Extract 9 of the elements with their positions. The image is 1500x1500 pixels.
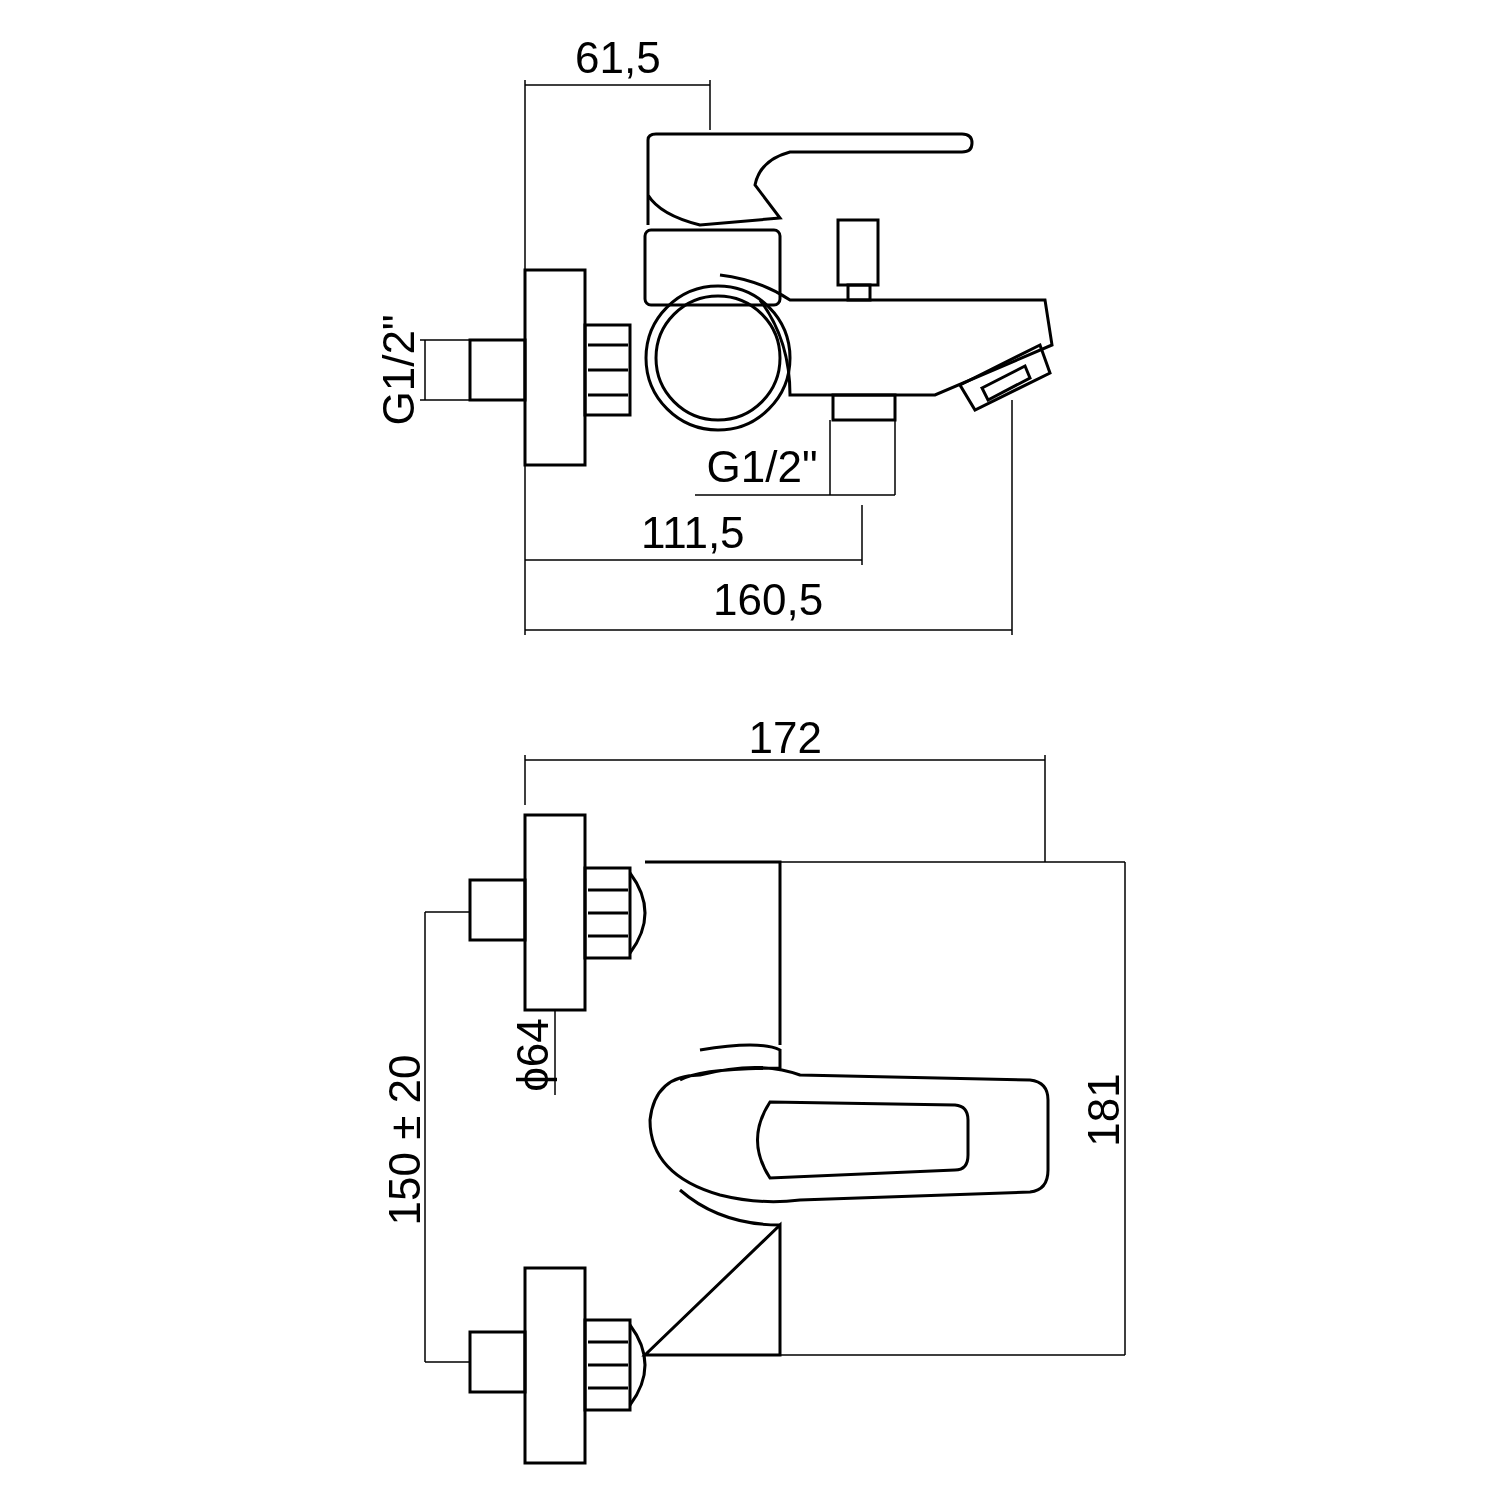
- dimension-text: ϕ64: [510, 1018, 555, 1092]
- dimension-text: 172: [748, 716, 822, 760]
- dimension-text: 181: [1081, 1073, 1126, 1147]
- dimension-text: G1/2": [706, 445, 818, 489]
- dimension-text: 150 ± 20: [383, 1054, 427, 1226]
- dimension-text: 111,5: [641, 511, 745, 555]
- dimension-text: 160,5: [713, 578, 824, 622]
- dimension-text: 61,5: [575, 36, 661, 80]
- dimension-text: G1/2": [376, 314, 420, 426]
